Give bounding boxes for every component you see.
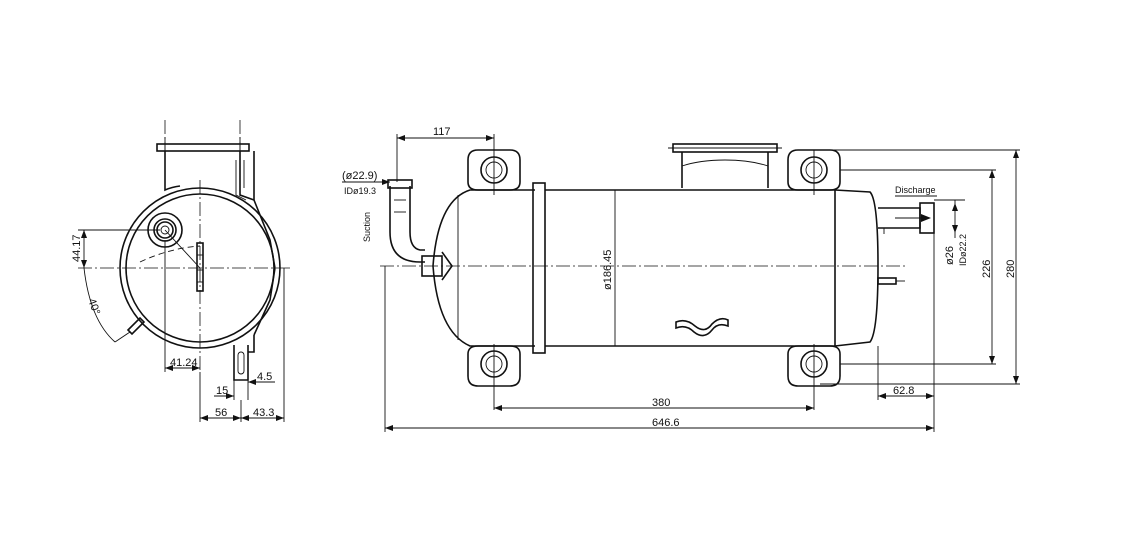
dim-117-label: 117 [433, 126, 451, 138]
suction-od-label: (ø22.9) [342, 170, 377, 182]
dim-380-label: 380 [652, 397, 670, 409]
dim-226-label: 226 [981, 260, 993, 278]
end-view: 44.17 40° 41.24 15 4.5 56 43.3 [71, 120, 290, 422]
discharge-label: Discharge [895, 185, 936, 195]
dim-15-label: 15 [216, 385, 228, 397]
suction-port-end [147, 212, 201, 269]
dim-41-24-label: 41.24 [170, 357, 198, 369]
left-dome [432, 189, 535, 347]
foot-top-left [467, 149, 521, 195]
discharge-id-label: IDø22.2 [958, 234, 968, 266]
shell-inner [125, 193, 275, 343]
discharge-od-label: ø26 [944, 246, 956, 265]
shell-flange [532, 182, 546, 354]
dim-43-3-label: 43.3 [253, 407, 274, 419]
foot-bottom-right [787, 344, 841, 410]
suction-id-label: IDø19.3 [344, 186, 376, 196]
top-bracket [156, 137, 255, 202]
center-slot [196, 242, 204, 292]
dim-62-8-label: 62.8 [893, 385, 914, 397]
bottom-bracket [233, 345, 249, 381]
main-cylinder [545, 189, 836, 347]
discharge-pipe [878, 202, 935, 234]
dim-4-5-label: 4.5 [257, 371, 272, 383]
dim-56-label: 56 [215, 407, 227, 419]
foot-bottom-left [467, 344, 521, 410]
suction-pipe [387, 179, 453, 281]
shell-outer [119, 187, 281, 349]
cylinder-top-bracket [668, 143, 782, 188]
suction-label: Suction [362, 212, 372, 242]
dim-280-label: 280 [1005, 260, 1017, 278]
angle-40-label: 40° [85, 297, 102, 317]
dim-646-6-label: 646.6 [652, 417, 680, 429]
dim-44-17-label: 44.17 [71, 234, 83, 262]
foot-top-right [787, 149, 841, 195]
side-view: 117 (ø22.9) IDø19.3 Suction ø186.45 Disc… [342, 126, 1020, 432]
body-diameter-label: ø186.45 [602, 250, 614, 290]
right-end [834, 189, 879, 347]
